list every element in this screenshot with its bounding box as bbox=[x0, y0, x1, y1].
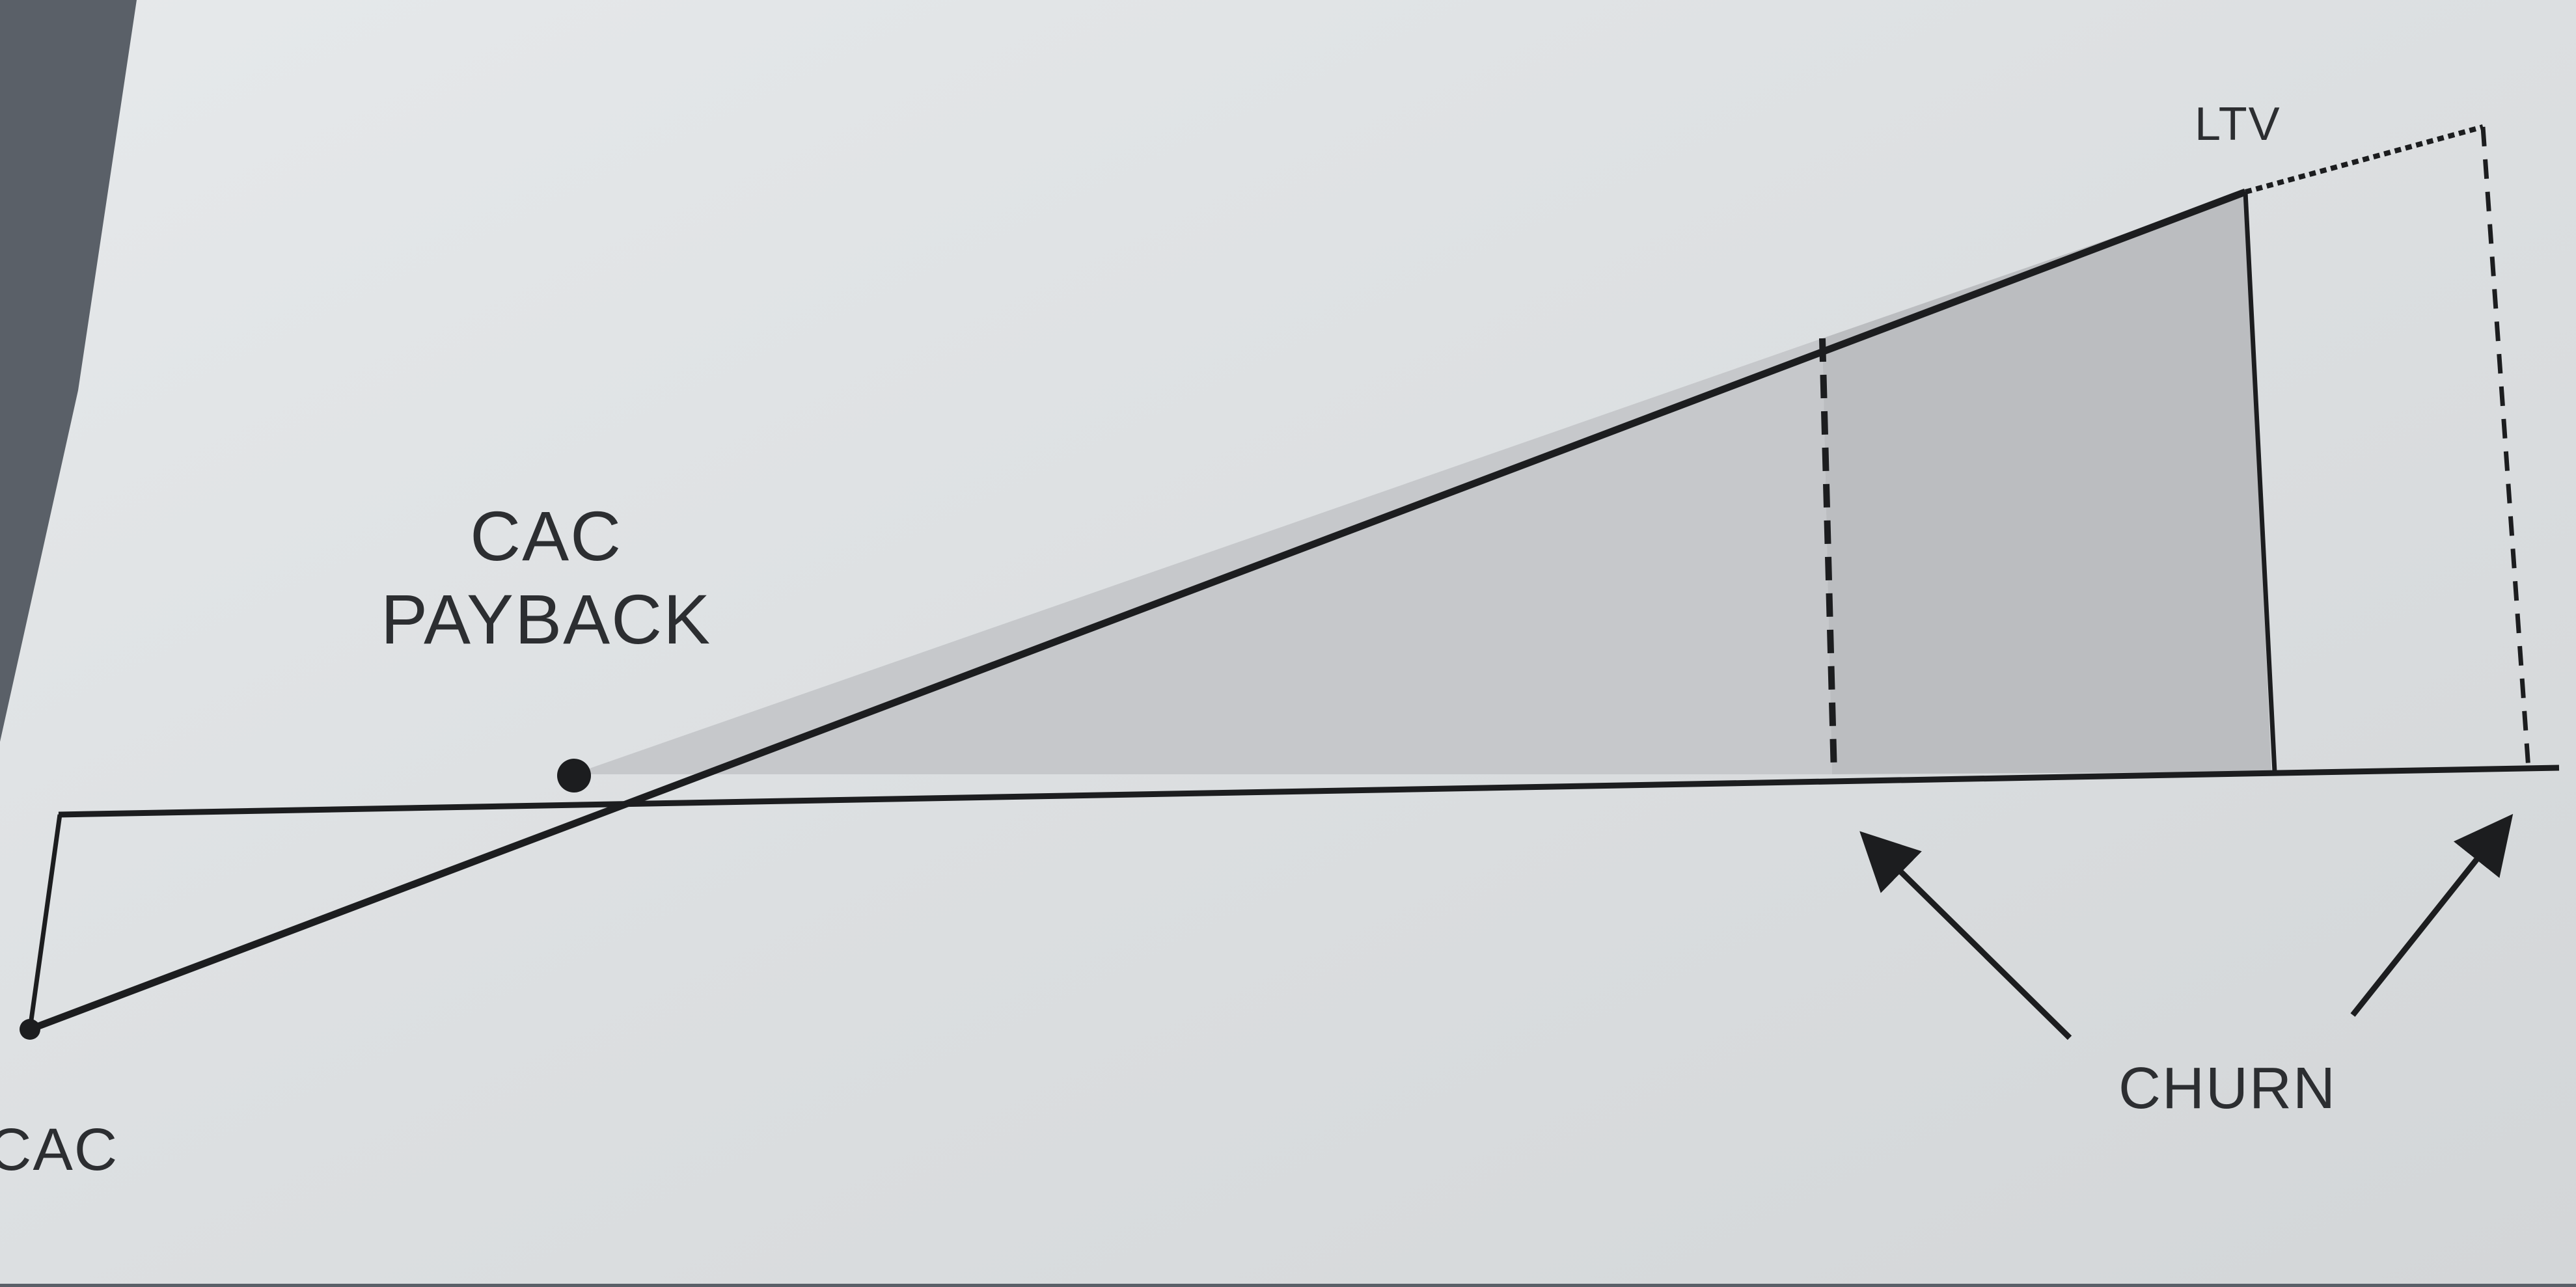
cac-point bbox=[20, 1019, 40, 1040]
ltv-label: LTV bbox=[2195, 98, 2281, 150]
churn-arrow-left bbox=[1859, 831, 2072, 1040]
baseline bbox=[58, 765, 2560, 818]
cac-payback-label-line1: CAC bbox=[470, 496, 623, 575]
value-line-extension bbox=[2244, 124, 2484, 195]
cac-payback-label-line2: PAYBACK bbox=[381, 580, 712, 658]
ltv-line bbox=[2243, 191, 2277, 772]
shaded-area-early bbox=[573, 338, 1832, 774]
value-line bbox=[29, 188, 2247, 1033]
cac-vertical bbox=[27, 814, 62, 1030]
churn-arrow-right bbox=[2350, 813, 2514, 1017]
payback-point bbox=[557, 759, 591, 793]
shaded-area-late bbox=[1822, 192, 2271, 774]
cac-label: CAC bbox=[0, 1117, 119, 1183]
cac-payback-label: CAC PAYBACK bbox=[381, 494, 711, 661]
churn-label: CHURN bbox=[2118, 1056, 2336, 1121]
churn-line-2 bbox=[2480, 126, 2531, 770]
